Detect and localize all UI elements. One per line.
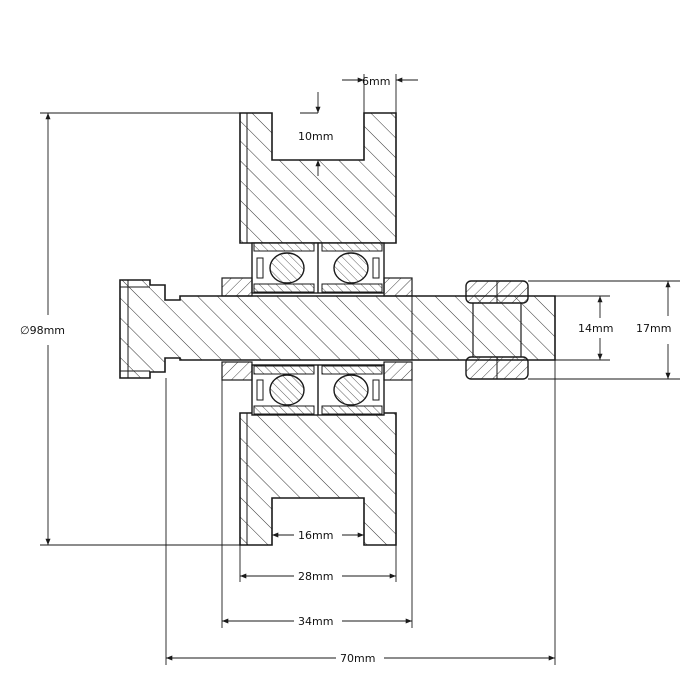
dimension-groove-width: 16mm [271,498,365,545]
dimension-overall-length: 70mm [165,360,556,665]
dimension-groove-side: 6mm [342,74,418,113]
dimension-nut-outer: 17mm [528,280,680,380]
dimension-groove-depth: 10mm [298,92,333,176]
dimension-label-wheel-width: 28mm [298,570,333,583]
dimension-label-bearing-span: 34mm [298,615,333,628]
ball-icon [333,252,369,284]
ball-icon [269,374,305,406]
dimension-label-groove-width: 16mm [298,529,333,542]
wheel-body-bottom [239,412,397,546]
ball-icon [269,252,305,284]
dimension-label-nut-inner: 14mm [578,322,613,335]
dimension-label-groove-depth: 10mm [298,130,333,143]
dimension-label-overall-length: 70mm [340,652,375,665]
dimension-outer-diameter: ∅98mm [20,112,240,546]
bearing-top [251,242,385,294]
dimension-bearing-span: 34mm [221,380,413,628]
dimension-label-groove-side: 6mm [362,75,390,88]
bearing-bottom [251,364,385,416]
dimension-label-outer-diameter: ∅98mm [20,324,65,337]
dimension-label-nut-outer: 17mm [636,322,671,335]
dimension-nut-inner: 14mm [528,295,613,361]
ball-icon [333,374,369,406]
hex-nut [465,280,529,380]
dimension-wheel-width: 28mm [239,545,397,583]
